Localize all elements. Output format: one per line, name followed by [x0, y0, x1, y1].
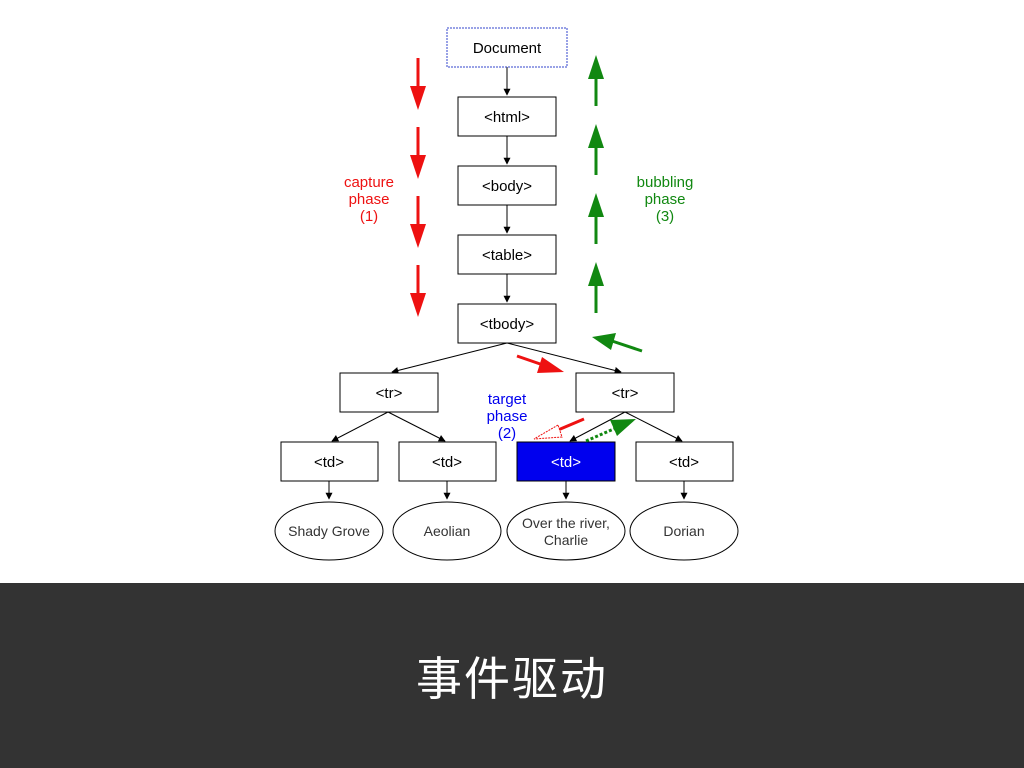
node-table-label: <table> — [482, 247, 532, 264]
bubbling-phase-label: bubbling phase (3) — [637, 174, 694, 225]
node-document: Document — [446, 27, 568, 68]
node-tr-right: <tr> — [575, 372, 675, 413]
target-phase-line1: target — [488, 391, 527, 408]
bubbling-arrow-up-icon — [588, 262, 604, 313]
edge-tr-right-td-4 — [624, 411, 683, 442]
bubbling-arrow-up-icon — [588, 124, 604, 175]
capture-phase-label: capture phase (1) — [344, 174, 394, 225]
node-td-2-label: <td> — [432, 454, 462, 471]
leaf-1-label: Shady Grove — [288, 523, 370, 539]
bubbling-arrow-up-icon — [588, 193, 604, 244]
edge-tr-right-td-3 — [569, 411, 626, 442]
capture-arrow-diagonal-icon — [516, 354, 564, 373]
leaf-3-label-line2: Charlie — [544, 532, 589, 548]
capture-arrow-down-icon — [410, 58, 426, 110]
diagram-area: Document <html> <body> <table> <tbody> <… — [274, 27, 739, 561]
leaf-2: Aeolian — [392, 501, 502, 561]
node-html-label: <html> — [484, 109, 530, 126]
node-html: <html> — [457, 96, 557, 137]
node-tr-right-label: <tr> — [612, 385, 639, 402]
node-tbody: <tbody> — [457, 303, 557, 344]
node-td-3-label: <td> — [551, 454, 581, 471]
capture-arrow-down-icon — [410, 196, 426, 248]
leaf-3-label-line1: Over the river, — [522, 515, 610, 531]
node-td-1: <td> — [280, 441, 379, 482]
edge-tbody-tr-left — [391, 342, 508, 374]
node-tr-left-label: <tr> — [376, 385, 403, 402]
slide-title: 事件驱动 — [416, 651, 608, 706]
capture-arrow-to-target-icon — [533, 417, 585, 440]
leaf-3: Over the river, Charlie — [506, 501, 626, 561]
leaf-2-label: Aeolian — [424, 523, 471, 539]
bubbling-arrow-diagonal-icon — [592, 333, 643, 353]
bubbling-arrow-up-icon — [588, 55, 604, 106]
bubbling-phase-line1: bubbling — [637, 174, 694, 191]
edge-tr-left-td-2 — [387, 411, 446, 442]
node-td-2: <td> — [398, 441, 497, 482]
event-flow-diagram: Document <html> <body> <table> <tbody> <… — [274, 27, 739, 561]
bubbling-phase-line2: phase — [645, 191, 686, 208]
capture-arrow-down-icon — [410, 127, 426, 179]
bubbling-arrows — [585, 55, 643, 443]
edge-tbody-tr-right — [506, 342, 622, 374]
node-td-1-label: <td> — [314, 454, 344, 471]
leaf-4-label: Dorian — [663, 523, 704, 539]
bubbling-arrow-from-target-icon — [585, 419, 636, 443]
target-phase-label: target phase (2) — [487, 391, 528, 442]
leaf-1: Shady Grove — [274, 501, 384, 561]
capture-phase-line3: (1) — [360, 208, 378, 225]
target-phase-line2: phase — [487, 408, 528, 425]
node-td-4-label: <td> — [669, 454, 699, 471]
capture-arrows — [410, 58, 585, 440]
edge-tr-left-td-1 — [331, 411, 389, 442]
node-td-4: <td> — [635, 441, 734, 482]
node-td-3-target: <td> — [516, 441, 616, 482]
node-table: <table> — [457, 234, 557, 275]
node-body: <body> — [457, 165, 557, 206]
capture-arrow-down-icon — [410, 265, 426, 317]
node-tbody-label: <tbody> — [480, 316, 534, 333]
bubbling-phase-line3: (3) — [656, 208, 674, 225]
target-phase-line3: (2) — [498, 425, 516, 442]
tree-edges — [325, 67, 688, 500]
node-tr-left: <tr> — [339, 372, 439, 413]
node-document-label: Document — [473, 40, 542, 57]
capture-phase-line1: capture — [344, 174, 394, 191]
leaf-4: Dorian — [629, 501, 739, 561]
caption-bar: 事件驱动 — [0, 583, 1024, 768]
capture-phase-line2: phase — [349, 191, 390, 208]
node-body-label: <body> — [482, 178, 532, 195]
